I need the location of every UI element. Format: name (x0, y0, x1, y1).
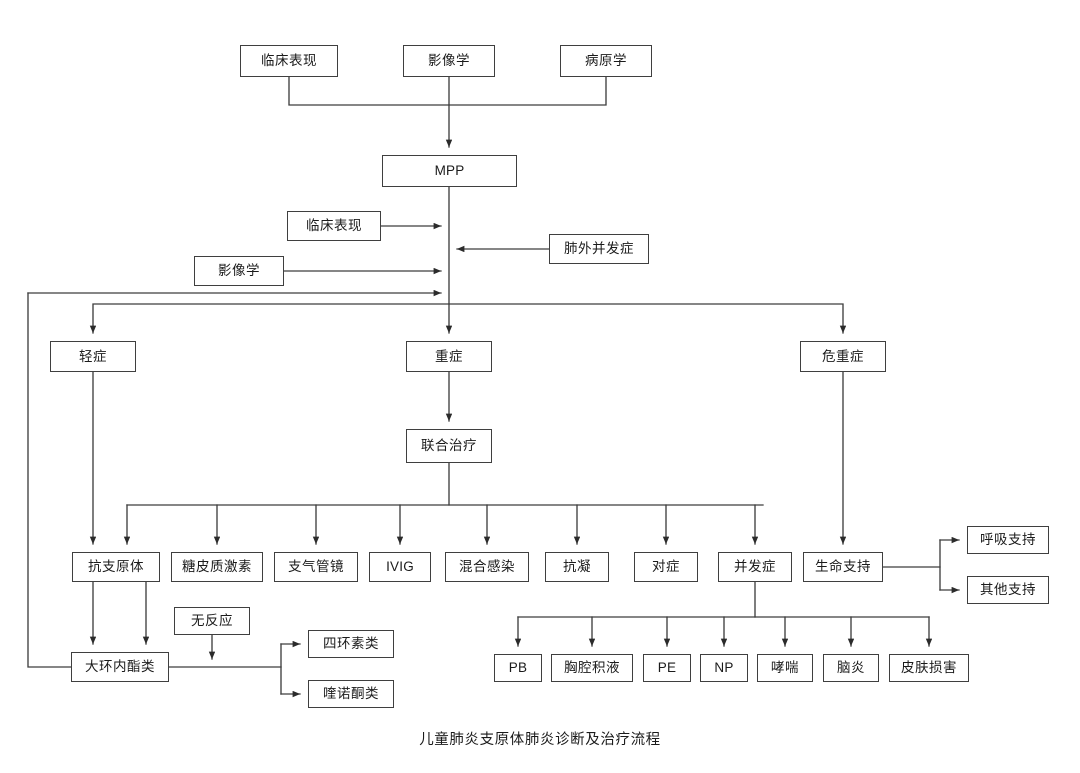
node-imaging_mid[interactable]: 影像学 (194, 256, 284, 286)
node-encephalitis[interactable]: 脑炎 (823, 654, 879, 682)
node-complications[interactable]: 并发症 (718, 552, 792, 582)
node-np[interactable]: NP (700, 654, 748, 682)
node-life_support[interactable]: 生命支持 (803, 552, 883, 582)
node-steroid[interactable]: 糖皮质激素 (171, 552, 263, 582)
node-mixed_infect[interactable]: 混合感染 (445, 552, 529, 582)
node-no_response[interactable]: 无反应 (174, 607, 250, 635)
node-severe[interactable]: 重症 (406, 341, 492, 372)
wire-clinical-to-mpp (288, 76, 450, 106)
node-clinical_top[interactable]: 临床表现 (240, 45, 338, 77)
diagram-caption: 儿童肺炎支原体肺炎诊断及治疗流程 (419, 732, 661, 748)
node-anti_myco[interactable]: 抗支原体 (72, 552, 160, 582)
node-tetracycline[interactable]: 四环素类 (308, 630, 394, 658)
wire-macrolide-loop (27, 292, 72, 668)
node-mpp[interactable]: MPP (382, 155, 517, 187)
node-skin_damage[interactable]: 皮肤损害 (889, 654, 969, 682)
node-extrapulm[interactable]: 肺外并发症 (549, 234, 649, 264)
node-pb[interactable]: PB (494, 654, 542, 682)
node-combo_tx[interactable]: 联合治疗 (406, 429, 492, 463)
node-pathogen_top[interactable]: 病原学 (560, 45, 652, 77)
node-macrolide[interactable]: 大环内酯类 (71, 652, 169, 682)
node-pleural[interactable]: 胸腔积液 (551, 654, 633, 682)
wire-spine-to-mild (89, 303, 450, 334)
node-resp_support[interactable]: 呼吸支持 (967, 526, 1049, 554)
node-ivig[interactable]: IVIG (369, 552, 431, 582)
wire-spine-to-critical (448, 303, 847, 334)
node-pe[interactable]: PE (643, 654, 691, 682)
node-clinical_mid[interactable]: 临床表现 (287, 211, 381, 241)
node-quinolone[interactable]: 喹诺酮类 (308, 680, 394, 708)
node-mild[interactable]: 轻症 (50, 341, 136, 372)
node-other_support[interactable]: 其他支持 (967, 576, 1049, 604)
node-asthma[interactable]: 哮喘 (757, 654, 813, 682)
node-imaging_top[interactable]: 影像学 (403, 45, 495, 77)
node-anticoag[interactable]: 抗凝 (545, 552, 609, 582)
node-symptomatic[interactable]: 对症 (634, 552, 698, 582)
node-bronchoscopy[interactable]: 支气管镜 (274, 552, 358, 582)
node-critical[interactable]: 危重症 (800, 341, 886, 372)
wire-pathogen-to-mpp (448, 76, 607, 106)
